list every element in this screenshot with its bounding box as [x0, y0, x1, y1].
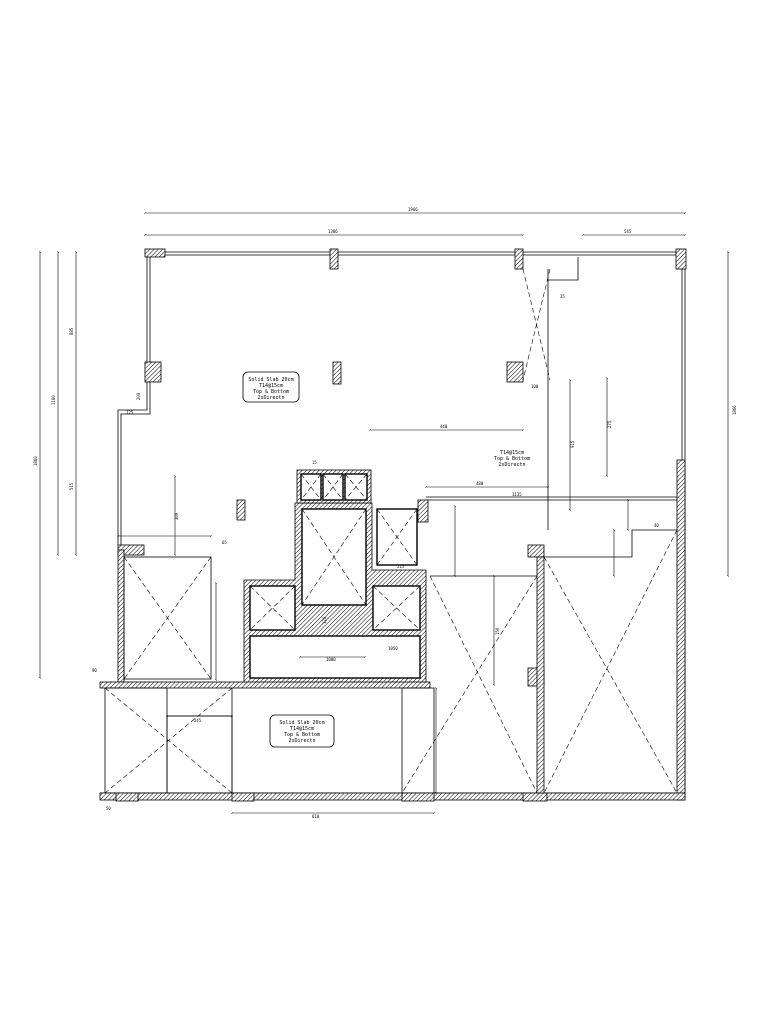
slab3-line3: Top & Bottom	[284, 732, 320, 738]
dim-top-right: 545	[624, 229, 632, 234]
dim-915: 915	[570, 440, 575, 448]
central-core	[243, 469, 427, 686]
dimension-lines	[40, 213, 728, 813]
dim-125: 125	[126, 410, 134, 415]
dim-35: 35	[560, 294, 565, 299]
slab2-line2: Top & Bottom	[494, 456, 530, 462]
slab3-line4: 2xDirectn	[288, 738, 315, 744]
dim-120: 120	[322, 616, 327, 624]
slab-note-2: T14@15cm Top & Bottom 2xDirectn	[494, 450, 530, 468]
dim-left-total: 1860	[33, 456, 38, 466]
dim-300: 300	[174, 512, 179, 520]
dim-215: 215	[397, 564, 405, 569]
dim-200: 200	[136, 392, 141, 400]
dim-1050: 1050	[388, 646, 398, 651]
outer-walls	[117, 251, 686, 801]
slab1-line3: Top & Bottom	[253, 389, 289, 395]
slab1-line2: T14@15cm	[259, 383, 283, 389]
dim-left-b: 515	[69, 482, 74, 490]
dim-275: 275	[607, 420, 612, 428]
slab1-line4: 2xDirectn	[257, 395, 284, 401]
slab3-line1: Solid Slab 20cm	[279, 720, 324, 726]
dim-1135: 1135	[512, 492, 522, 497]
dim-440: 440	[440, 424, 448, 429]
dim-overall-width: 1966	[408, 207, 418, 212]
lower-section	[99, 681, 686, 802]
dim-50: 50	[106, 806, 111, 811]
dim-top-segment: 1386	[328, 229, 338, 234]
slab1-line1: Solid Slab 20cm	[248, 377, 293, 383]
dim-1000: 1000	[326, 657, 336, 662]
dim-245: 245	[194, 718, 202, 723]
dim-90: 90	[92, 668, 97, 673]
left-shaft	[117, 549, 212, 683]
dim-15: 15	[312, 460, 317, 465]
dim-left-a: 885	[69, 327, 74, 335]
slab3-line2: T14@15cm	[290, 726, 314, 732]
dim-610: 610	[312, 814, 320, 819]
dim-100: 100	[531, 384, 539, 389]
dim-40: 40	[654, 523, 659, 528]
right-bays	[401, 257, 678, 794]
columns	[117, 248, 687, 687]
dim-480: 480	[476, 481, 484, 486]
dim-65: 65	[222, 540, 227, 545]
dim-right-overall: 1866	[732, 405, 737, 415]
dim-150: 150	[495, 627, 500, 635]
right-wall-hatched	[676, 459, 686, 801]
dim-left-sub1: 1180	[51, 395, 56, 405]
slab2-line3: 2xDirectn	[498, 462, 525, 468]
slab-note-1: Solid Slab 20cm T14@15cm Top & Bottom 2x…	[242, 371, 300, 403]
slab-note-3: Solid Slab 20cm T14@15cm Top & Bottom 2x…	[269, 714, 335, 748]
dimension-labels: 1966 1386 545 1866 1860 1180 885 515 440…	[33, 207, 737, 819]
slab2-line1: T14@15cm	[500, 450, 524, 456]
